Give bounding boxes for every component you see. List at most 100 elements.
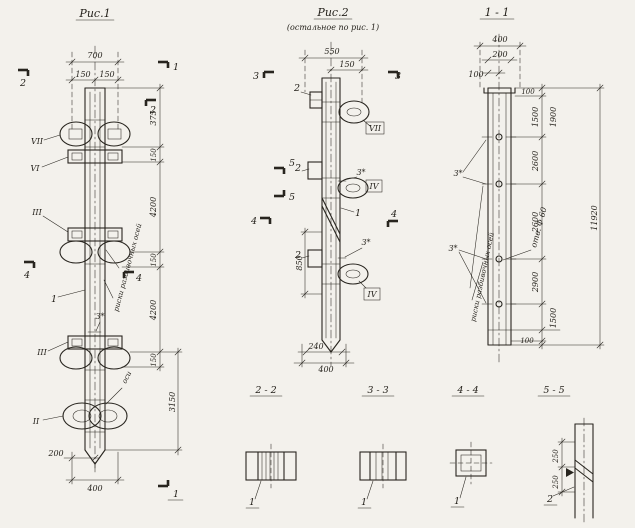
fig1-bottom-dimensions: 200 400 [47, 449, 125, 493]
fig1-marker-4-right: 4 [135, 273, 142, 284]
fig2-label-pos1: 1 [355, 208, 361, 219]
section-3-3-title: 3 - 3 [367, 385, 388, 396]
section-3-3: 3 - 3 1 [357, 385, 407, 509]
fig1-marker-4-left: 4 [23, 270, 30, 281]
fig1-label-vii: VII [31, 137, 44, 146]
fig1-label-ii: II [32, 417, 40, 426]
section-2-2-title: 2 - 2 [254, 385, 276, 396]
fig2-joint-top: 2 VII [293, 83, 385, 135]
fig2-joint-lower: 2 IV 3* [294, 238, 381, 301]
sec11-column [481, 87, 517, 346]
section-5-5-dim-250-b: 250 [552, 475, 560, 490]
fig2-top-dimensions: 550 150 [298, 47, 369, 74]
fig2-label-pos2-mid: 2 [294, 163, 301, 174]
fig1-marker-2-right: 2 [149, 105, 156, 116]
fig1-dim-150-c: 150 [150, 353, 158, 367]
fig1-joint-3 [59, 335, 131, 371]
fig1-dim-150-a: 150 [150, 148, 158, 162]
fig2-dim-850: 850 [295, 255, 304, 270]
fig1-dim-150-left: 150 [75, 70, 90, 79]
section-3-3-pos: 1 [361, 497, 367, 508]
section-2-2-pos: 1 [249, 497, 255, 508]
fig2-joint-middle: 2 IV 3* 1 [294, 161, 383, 219]
sec11-note-riski: риски разбивочных осей [469, 231, 496, 322]
sec11-right-dimensions: 100 1500 1900 2600 2600 2900 1500 100 11… [510, 83, 605, 350]
fig1-dim-3150: 3150 [168, 392, 177, 412]
sec11-dim-100-top: 100 [468, 70, 483, 79]
sec11-dim-100-b: 100 [520, 337, 534, 345]
fig1-label-pos1: 1 [51, 294, 57, 305]
section-5-5-pos: 2 [546, 494, 553, 505]
cross-sections: 2 - 2 1 3 - 3 1 [245, 385, 594, 525]
fig1-dim-4200-a: 4200 [149, 197, 158, 218]
section-4-4-pos: 1 [454, 496, 460, 507]
fig1-note-osi: оси [121, 370, 134, 385]
fig2-column [321, 77, 341, 353]
sec11-dim-200: 200 [491, 50, 507, 59]
fig1-label-vi: VI [31, 164, 41, 173]
sec11-dim-2600-b: 2600 [531, 212, 540, 233]
sec11-label-pos3-upper: 3* [453, 169, 462, 178]
fig2-label-pos3-lower: 3* [361, 238, 370, 247]
fig1-marker-2-left: 2 [19, 78, 26, 89]
sec11-dim-400: 400 [491, 35, 507, 44]
section-4-4: 4 - 4 1 [449, 385, 493, 508]
sec11-top-dimensions: 400 200 100 [468, 35, 527, 79]
section-5-5-title: 5 - 5 [543, 385, 564, 396]
sec11-dim-2600-a: 2600 [531, 151, 540, 172]
fig1-dim-375: 375 [149, 110, 158, 125]
fig1-label-iii-upper: III [31, 208, 42, 217]
fig1-joint-2 [59, 227, 131, 265]
fig2-marker-3-left: 3 [253, 71, 259, 82]
section-5-5: 5 - 5 250 250 2 [537, 385, 594, 525]
sec11: 1 - 1 400 200 100 [448, 6, 605, 363]
sec11-title: 1 - 1 [485, 6, 510, 19]
sec11-label-pos3-lower: 3* [448, 244, 457, 253]
fig1-dim-200: 200 [47, 449, 63, 458]
fig2-section-markers: 3 3 5 5 4 4 [250, 70, 401, 227]
fig2-label-pos2-top: 2 [293, 83, 300, 94]
fig2-dim-150: 150 [339, 60, 354, 69]
fig1-marker-1-top: 1 [173, 62, 179, 73]
fig1-joint-1 [59, 119, 131, 164]
fig2-marker-5-lower: 5 [289, 192, 295, 203]
fig1-notes: риски разбивочных осей оси [103, 222, 144, 405]
section-2-2: 2 - 2 1 [245, 385, 297, 509]
sec11-dim-2900: 2900 [531, 272, 540, 293]
fig1-right-dimensions: 375 150 4200 150 4200 150 3150 [104, 83, 183, 456]
fig2-label-vii: VII [369, 124, 382, 133]
fig1-note-riski: риски разбивочных осей [112, 222, 143, 312]
fig1-dim-4200-b: 4200 [149, 300, 158, 321]
section-5-5-view-arrow [566, 468, 574, 477]
fig2-subtitle: (остальное по рис. 1) [287, 23, 379, 32]
fig1-section-markers: 2 2 1 1 4 4 [18, 60, 184, 501]
fig1-marker-1-bottom: 1 [173, 489, 179, 500]
fig1-dim-150-b: 150 [150, 253, 158, 267]
fig2-dim-850-group: 850 [295, 227, 323, 299]
fig2-marker-4-right: 4 [390, 209, 397, 220]
fig2-title: Рис.2 [316, 6, 348, 19]
fig2-dim-400: 400 [317, 365, 333, 374]
fig1-dim-150-right: 150 [99, 70, 114, 79]
sec11-dim-1500-b: 1500 [549, 308, 558, 328]
fig1-dim-700: 700 [87, 51, 102, 60]
fig1-label-pos3: 3* [95, 312, 104, 321]
fig2-marker-4-left: 4 [250, 216, 257, 227]
fig1-top-dimensions: 700 150 150 [65, 51, 125, 84]
fig1: Рис.1 700 150 150 2 2 1 1 4 [18, 7, 184, 501]
section-5-5-dim-250-a: 250 [552, 449, 560, 464]
fig1-title: Рис.1 [78, 7, 110, 20]
fig1-column [84, 87, 106, 465]
sec11-dim-100-a: 100 [521, 88, 535, 96]
fig2-marker-5-upper: 5 [289, 158, 295, 169]
fig2: Рис.2 (остальное по рис. 1) 550 150 3 3 … [250, 6, 401, 374]
sec11-dim-1500-a: 1500 [531, 107, 540, 127]
fig2-bottom-dimensions: 240 400 [293, 342, 355, 374]
fig2-label-pos2-low: 2 [294, 250, 301, 261]
sec11-dim-11920: 11920 [590, 205, 599, 230]
fig2-dim-240: 240 [307, 342, 323, 351]
fig1-dim-400: 400 [86, 484, 102, 493]
section-4-4-title: 4 - 4 [456, 385, 478, 396]
